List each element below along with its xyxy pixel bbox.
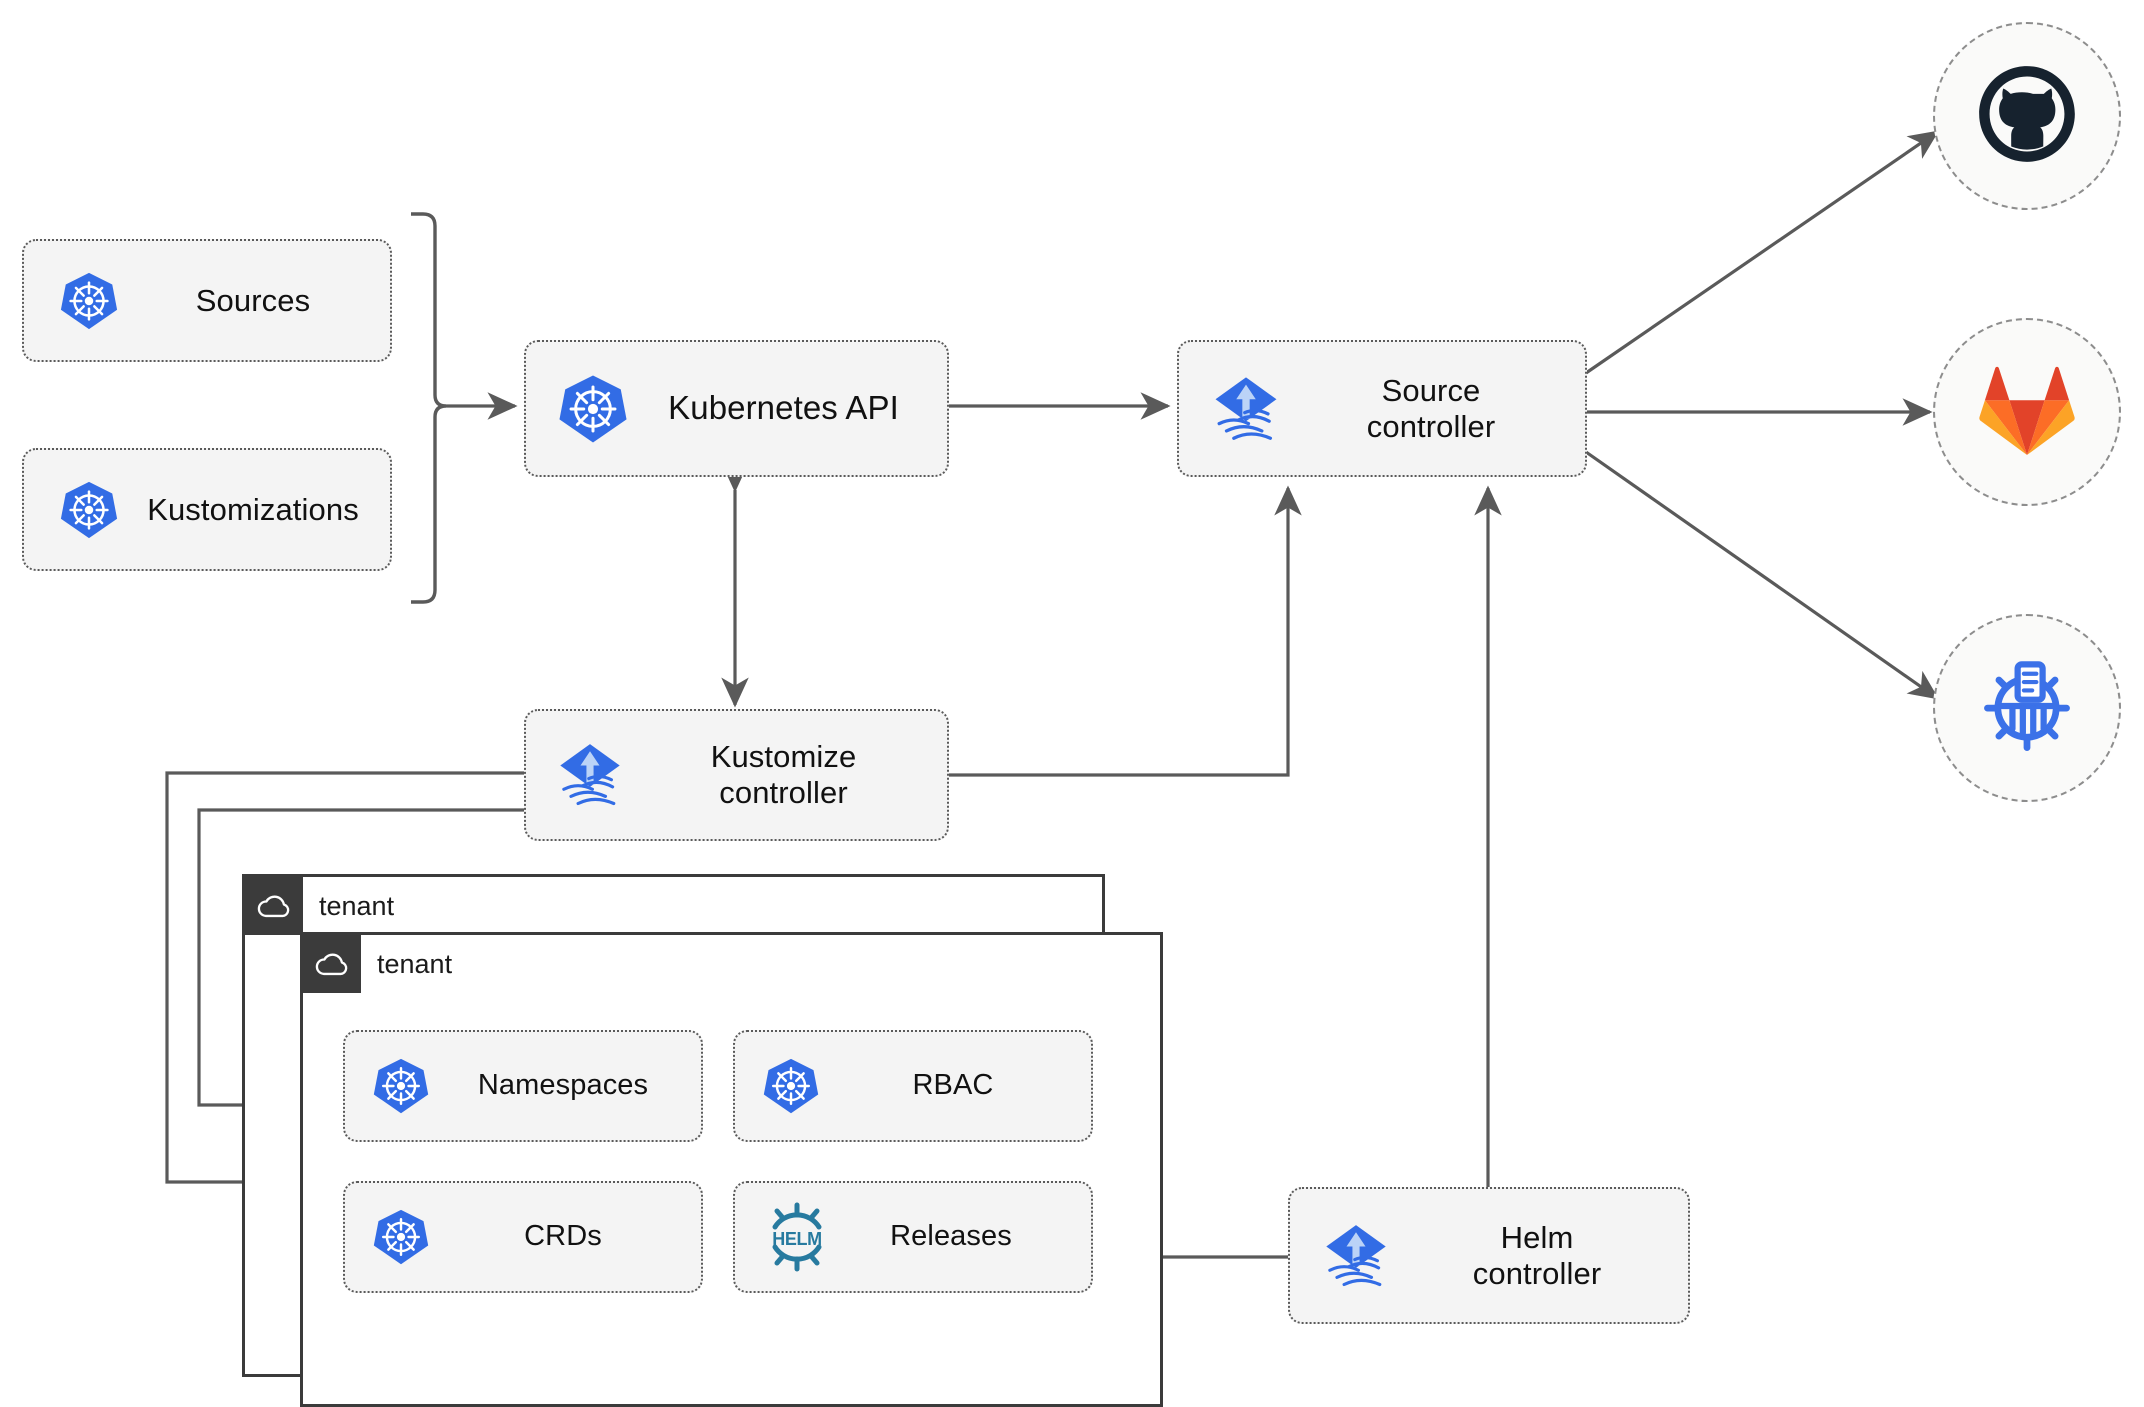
github-icon	[1975, 62, 2079, 171]
node-label: Kustomize controller	[710, 739, 857, 810]
kubernetes-icon	[58, 270, 120, 332]
tenant-outer-header: tenant	[245, 877, 394, 935]
node-kustomizations[interactable]: Kustomizations	[22, 448, 392, 571]
node-kustomize-controller[interactable]: Kustomize controller	[524, 709, 949, 841]
kubernetes-icon	[371, 1056, 431, 1116]
node-label: Kustomizations	[147, 491, 359, 527]
node-sources[interactable]: Sources	[22, 239, 392, 362]
resource-namespaces[interactable]: Namespaces	[343, 1030, 703, 1142]
tenant-inner-frame: tenant Namespaces	[300, 932, 1163, 1407]
provider-github[interactable]	[1933, 22, 2121, 210]
flux-icon	[1207, 370, 1285, 448]
resource-label: CRDs	[524, 1220, 602, 1253]
node-label: Kubernetes API	[668, 389, 899, 427]
resource-releases[interactable]: HELM Releases	[733, 1181, 1093, 1293]
node-source-controller[interactable]: Source controller	[1177, 340, 1587, 477]
svg-text:HELM: HELM	[772, 1229, 821, 1249]
node-kubernetes-api[interactable]: Kubernetes API	[524, 340, 949, 477]
tenant-label: tenant	[377, 948, 453, 979]
oci-helm-repository-icon	[1975, 654, 2079, 763]
resource-rbac[interactable]: RBAC	[733, 1030, 1093, 1142]
resource-crds[interactable]: CRDs	[343, 1181, 703, 1293]
kubernetes-icon	[58, 479, 120, 541]
node-helm-controller[interactable]: Helm controller	[1288, 1187, 1690, 1324]
kubernetes-icon	[371, 1207, 431, 1267]
resource-label: RBAC	[912, 1069, 994, 1102]
kubernetes-icon	[761, 1056, 821, 1116]
tenant-inner-header: tenant	[303, 935, 452, 993]
helm-icon: HELM	[761, 1201, 833, 1273]
flux-icon	[552, 737, 628, 813]
flux-icon	[1318, 1218, 1394, 1294]
node-label: Source controller	[1366, 372, 1496, 444]
resource-label: Namespaces	[477, 1069, 649, 1102]
kubernetes-icon	[556, 372, 630, 446]
provider-gitlab[interactable]	[1933, 318, 2121, 506]
node-label: Helm controller	[1472, 1219, 1602, 1291]
tenant-label: tenant	[319, 890, 395, 921]
cloud-icon	[303, 935, 361, 993]
provider-oci-registry[interactable]	[1933, 614, 2121, 802]
resource-label: Releases	[890, 1220, 1012, 1253]
cloud-icon	[245, 877, 303, 935]
node-label: Sources	[195, 282, 311, 318]
gitlab-icon	[1978, 364, 2076, 461]
